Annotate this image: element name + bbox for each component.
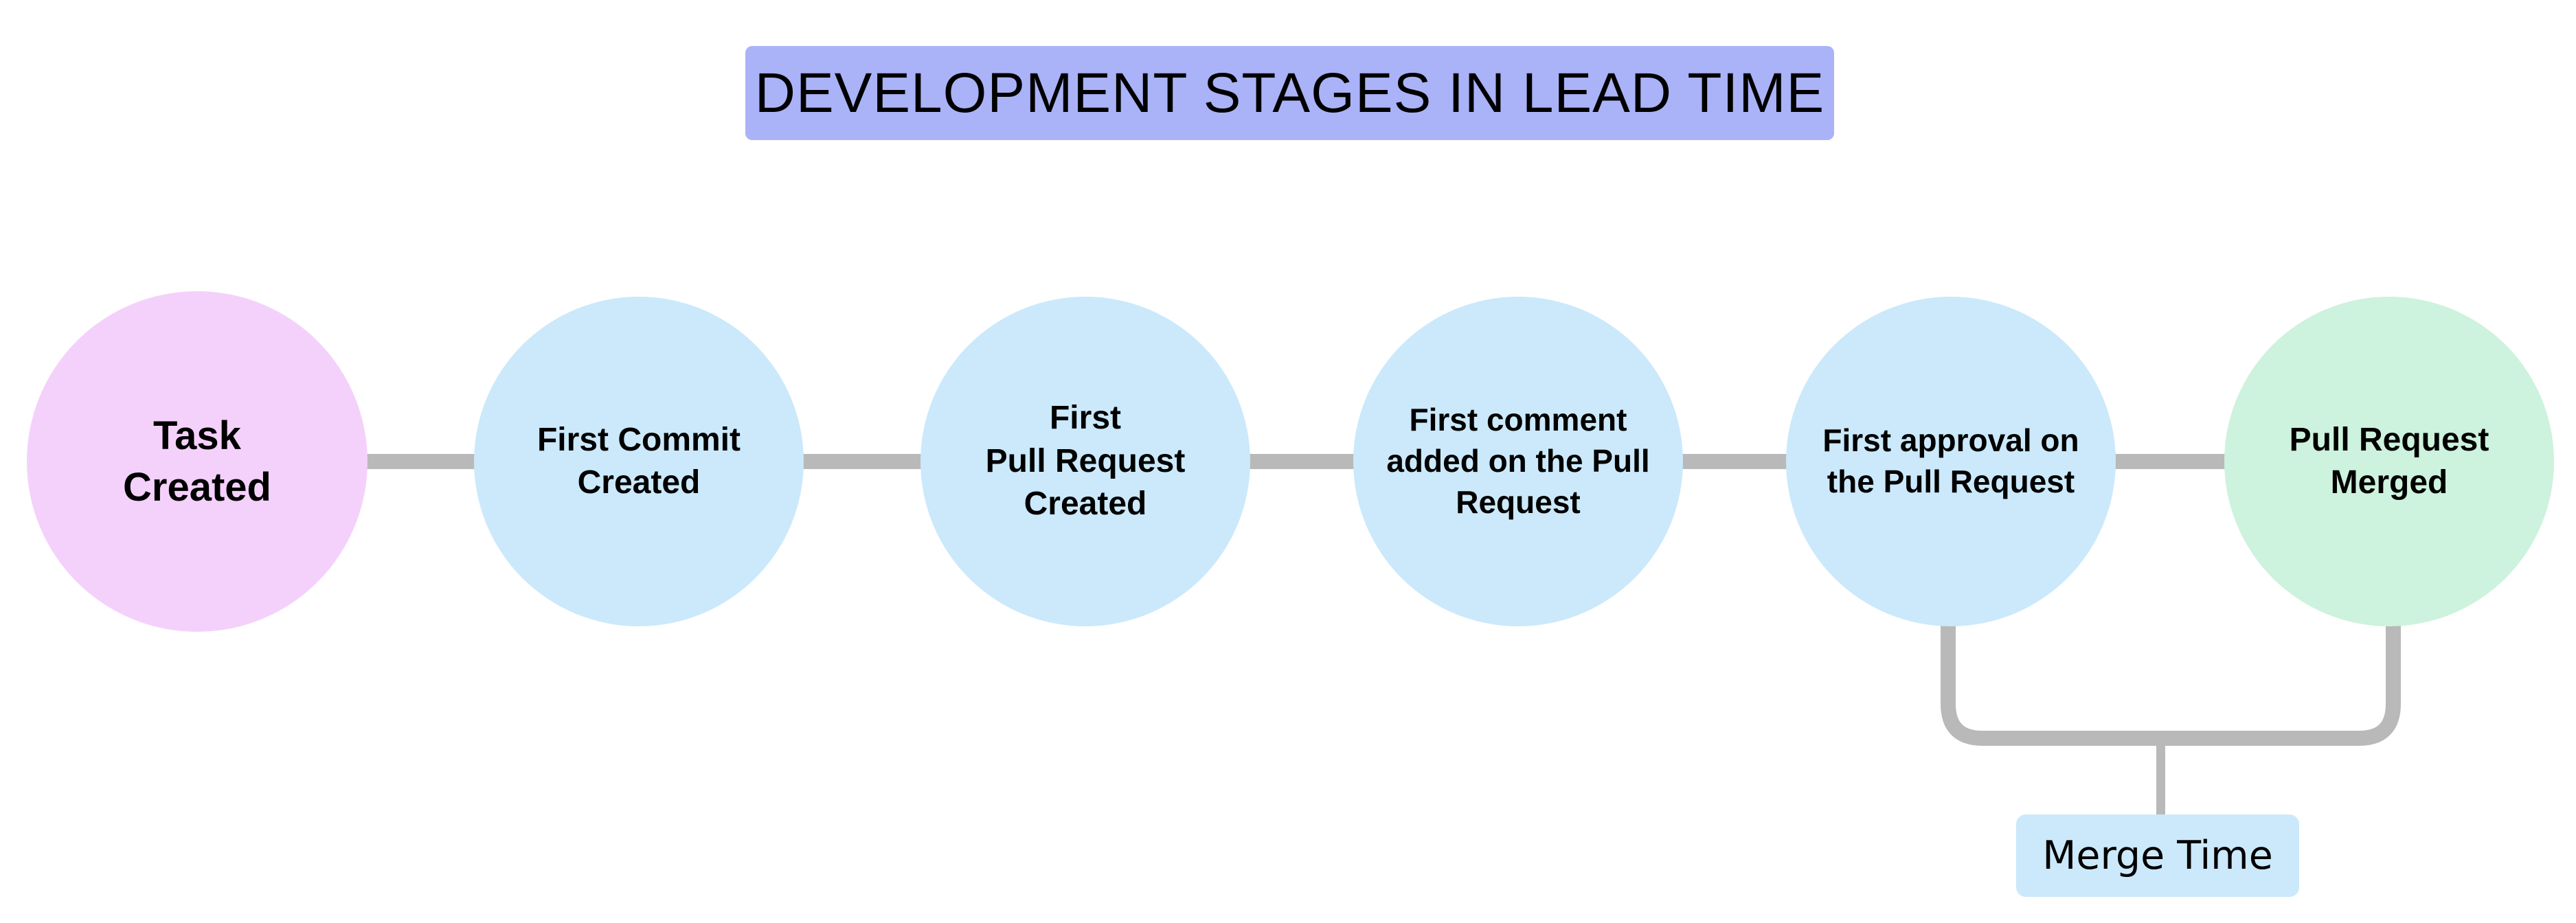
stage-label-first-commit-created: First Commit Created xyxy=(536,421,741,501)
merge-time-label-box[interactable]: Merge Time xyxy=(2016,814,2299,897)
stage-node-first-comment-added[interactable]: First comment added on the Pull Request xyxy=(1353,297,1683,626)
connector-approval-to-merged xyxy=(2102,454,2243,469)
merge-time-bracket xyxy=(1941,591,2401,746)
merge-time-stem xyxy=(2156,738,2165,821)
connector-comment-to-approval xyxy=(1666,454,1803,469)
page-title: DEVELOPMENT STAGES IN LEAD TIME xyxy=(754,61,1825,124)
stage-node-task-created[interactable]: Task Created xyxy=(27,291,368,632)
connector-task-to-commit xyxy=(347,454,501,469)
stage-label-first-approval: First approval on the Pull Request xyxy=(1822,422,2079,499)
stage-node-first-pull-request-created[interactable]: First Pull Request Created xyxy=(920,297,1250,626)
stage-node-first-commit-created[interactable]: First Commit Created xyxy=(474,297,804,626)
connector-pr-to-comment xyxy=(1230,454,1367,469)
stage-label-task-created: Task Created xyxy=(123,413,271,510)
stage-node-pull-request-merged[interactable]: Pull Request Merged xyxy=(2224,297,2554,626)
stage-label-pull-request-merged: Pull Request Merged xyxy=(2289,421,2489,501)
page-title-banner: DEVELOPMENT STAGES IN LEAD TIME xyxy=(745,46,1834,140)
stage-label-first-comment-added: First comment added on the Pull Request xyxy=(1386,402,1650,520)
connector-commit-to-pr xyxy=(787,454,934,469)
stage-label-first-pull-request-created: First Pull Request Created xyxy=(985,400,1186,523)
merge-time-label: Merge Time xyxy=(2042,832,2273,878)
stage-node-first-approval[interactable]: First approval on the Pull Request xyxy=(1786,297,2116,626)
